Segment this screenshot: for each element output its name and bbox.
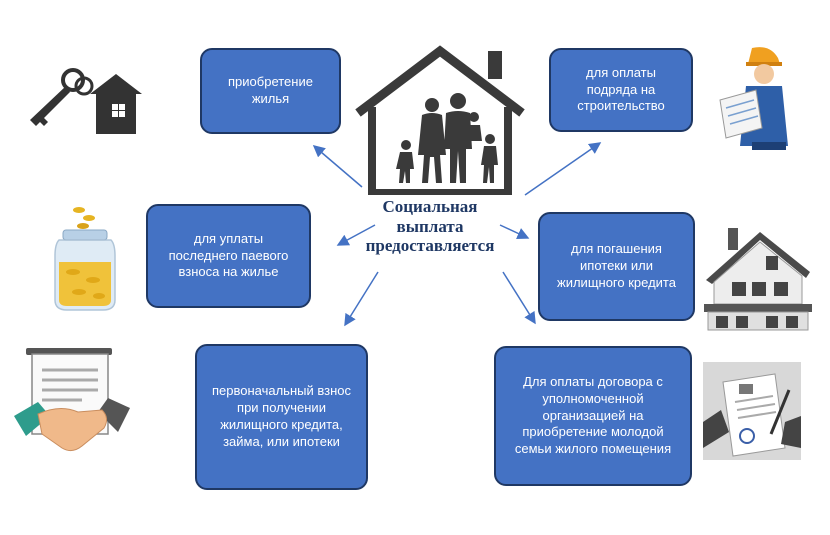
engineer-icon: [719, 47, 788, 150]
central-title-line2: выплата: [396, 216, 464, 236]
box-down-payment: первоначальный взнос при получении жилищ…: [195, 344, 368, 490]
coin-jar-icon: [54, 207, 116, 311]
cottage-icon: [704, 228, 812, 331]
arrow-to-mortgage: [499, 224, 530, 240]
central-title-line3: предоставляется: [365, 236, 495, 256]
house-family-icon: [355, 45, 525, 195]
box-agreement-text: Для оплаты договора с уполномоченной орг…: [514, 373, 672, 457]
box-purchase: приобретение жилья: [200, 48, 341, 134]
handshake-document-icon: [14, 348, 130, 452]
arrow-to-share: [336, 224, 376, 246]
arrow-to-down-payment: [344, 271, 379, 327]
signing-contract-icon: [703, 362, 801, 460]
box-purchase-text: приобретение жилья: [228, 74, 313, 106]
keys-house-icon: [30, 68, 142, 134]
box-mortgage-text: для погашения ипотеки или жилищного кред…: [557, 241, 676, 290]
box-down-payment-text: первоначальный взнос при получении жилищ…: [211, 383, 351, 449]
arrow-to-agreement: [502, 271, 536, 325]
box-mortgage: для погашения ипотеки или жилищного кред…: [538, 212, 695, 321]
arrow-to-purchase: [312, 145, 363, 188]
box-agreement: Для оплаты договора с уполномоченной орг…: [494, 346, 692, 486]
central-title: Социальная выплата предоставляется: [355, 197, 505, 256]
arrow-to-contract: [524, 142, 602, 196]
box-contract: для оплаты подряда на строительство: [549, 48, 693, 132]
central-title-line1: Социальная: [382, 197, 478, 216]
box-share: для уплаты последнего паевого взноса на …: [146, 204, 311, 308]
box-share-text: для уплаты последнего паевого взноса на …: [168, 230, 289, 280]
box-contract-text: для оплаты подряда на строительство: [577, 64, 665, 114]
